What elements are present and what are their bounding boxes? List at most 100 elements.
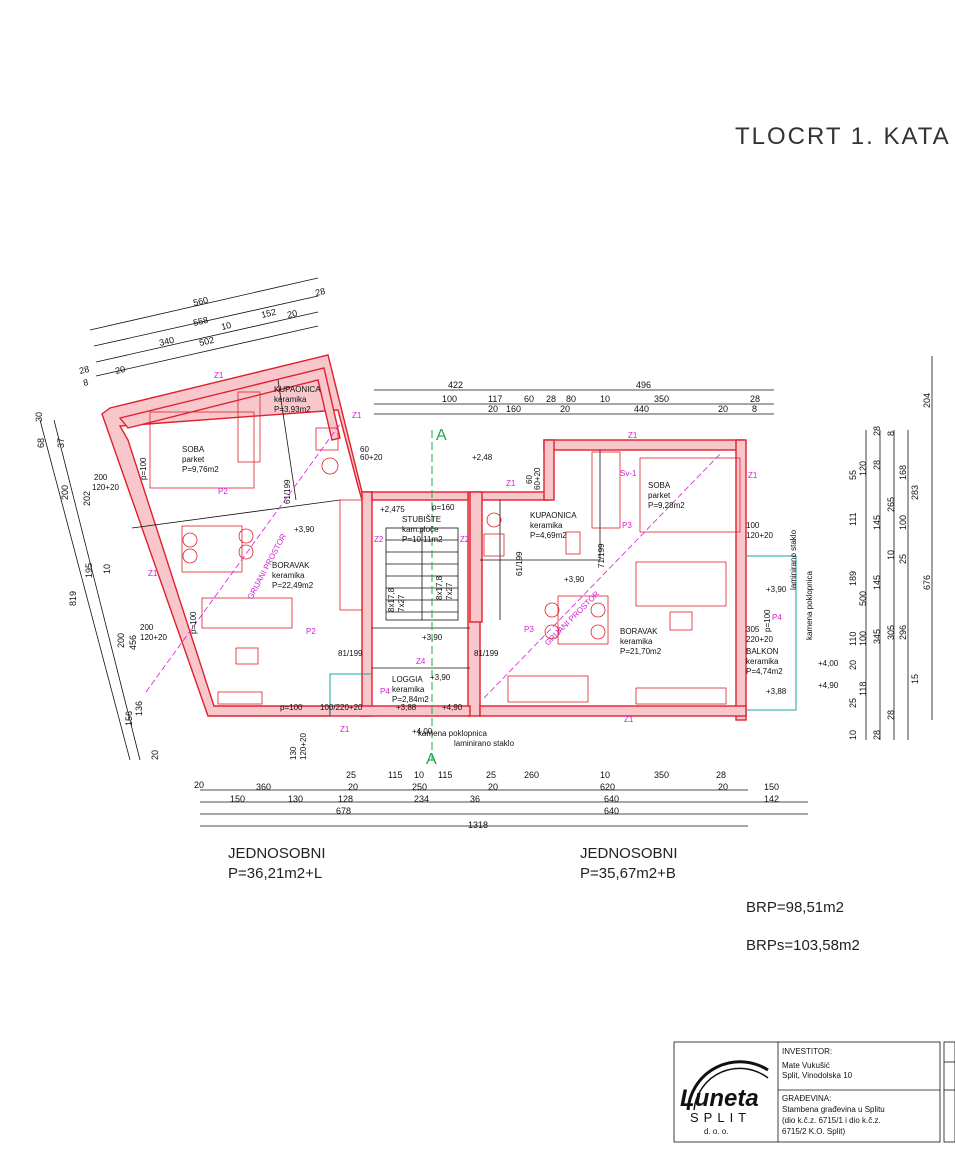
dim-r-27: 28 xyxy=(872,730,882,740)
dim-tl-3: 152 xyxy=(260,307,277,320)
dim-tr-3: 100 xyxy=(442,394,457,404)
room-balkon-name: BALKON xyxy=(746,647,779,656)
room-loggia-name: LOGGIA xyxy=(392,675,423,684)
brp-total: BRP=98,51m2 xyxy=(746,899,844,916)
level-mark-2: +3,90 xyxy=(564,575,585,584)
room-balkon-code: P4 xyxy=(772,613,782,622)
room-loggia-code: P4 xyxy=(380,687,390,696)
drawing-title: TLOCRT 1. KATA xyxy=(735,123,951,150)
opening-16: 305 xyxy=(746,625,760,634)
note-lamin-2: laminirano staklo xyxy=(789,529,798,590)
door-label-1: 81/199 xyxy=(338,649,363,658)
room-boravak2-floor: keramika xyxy=(620,637,653,646)
dim-b1-4: 115 xyxy=(438,770,452,780)
opening-11: 60+20 xyxy=(360,453,383,462)
kitchen-left xyxy=(339,499,363,611)
logo-city: SPLIT xyxy=(690,1110,751,1125)
dim-b1-3: 10 xyxy=(414,770,424,780)
stairs xyxy=(385,527,459,621)
dim-b3-0: 150 xyxy=(230,794,245,804)
dim-b2-1: 20 xyxy=(348,782,358,792)
opening-12: 60 xyxy=(525,475,534,484)
investitor-name: Mate Vukušić xyxy=(782,1061,830,1070)
dim-tl-1: 558 xyxy=(192,315,209,328)
wardrobe-left xyxy=(237,391,261,463)
wall-bath-top xyxy=(479,491,549,501)
dim-b2-4: 620 xyxy=(600,782,615,792)
dim-b2-6: 150 xyxy=(764,782,779,792)
opening-4: 120+20 xyxy=(140,633,167,642)
wall-right-top xyxy=(543,439,745,451)
wall-tag-z1-b: Z1 xyxy=(148,569,158,578)
dim-b1-6: 260 xyxy=(524,770,539,780)
wall-stair-top xyxy=(371,491,469,501)
room-soba2-name: SOBA xyxy=(648,481,671,490)
room-soba1-floor: parket xyxy=(182,455,205,464)
opening-0: 200 xyxy=(94,473,108,482)
dim-b2-0: 360 xyxy=(256,782,271,792)
dim-r-13: 189 xyxy=(848,571,858,586)
dim-l-9: 200 xyxy=(116,633,126,648)
dim-l-3: 37 xyxy=(56,438,66,448)
stair-label-1: 8x17,8 xyxy=(387,587,396,612)
opening-5b: p=100 xyxy=(280,703,303,712)
dim-b3-1: 130 xyxy=(288,794,303,804)
dim-l-6: 10 xyxy=(102,564,112,574)
room-boravak1-area: P=22,49m2 xyxy=(272,581,314,590)
dim-r-23: 15 xyxy=(910,674,920,684)
dim-l-12: 20 xyxy=(150,750,160,760)
note-kamena-1: kamena poklopnica xyxy=(418,729,487,738)
walls xyxy=(101,354,747,721)
opening-5: p=100 xyxy=(189,611,198,634)
dim-b4-0: 678 xyxy=(336,806,351,816)
dim-r-25: 118 xyxy=(858,682,868,696)
wall-right-step xyxy=(543,439,555,501)
dim-l-11: 156 xyxy=(124,711,134,726)
door-label-3: 61/199 xyxy=(515,551,524,576)
room-soba1-name: SOBA xyxy=(182,445,205,454)
dim-r-0: 28 xyxy=(872,426,882,436)
dim-r-1: 8 xyxy=(886,431,896,436)
opening-6: 100/220+20 xyxy=(320,703,363,712)
room-soba1-area: P=9,76m2 xyxy=(182,465,219,474)
wall-right-side xyxy=(735,439,747,721)
dim-r-28: 10 xyxy=(848,730,858,740)
dim-r-12: 100 xyxy=(898,515,908,530)
dim-l-5: 195 xyxy=(84,563,94,578)
dim-l-1: 68 xyxy=(36,438,46,448)
dim-tr-10: 20 xyxy=(488,404,498,414)
dim-tr-7: 80 xyxy=(566,394,576,404)
dining-table-left xyxy=(181,525,243,573)
section-marker: A A xyxy=(426,427,447,768)
wall-right-bottom xyxy=(479,705,747,717)
dim-b2-2: 250 xyxy=(412,782,427,792)
level-mark-9: +4,00 xyxy=(818,659,839,668)
dim-tr-14: 20 xyxy=(718,404,728,414)
dim-r-19: 100 xyxy=(858,631,868,646)
tv-unit-left xyxy=(217,691,263,705)
sofa-right xyxy=(635,561,727,607)
heated-area-lines xyxy=(145,423,723,699)
dim-b1-0: 20 xyxy=(194,780,204,790)
dim-r-29: 28 xyxy=(886,710,896,720)
dim-r-24: 20 xyxy=(848,660,858,670)
dim-b3-3: 234 xyxy=(414,794,429,804)
dim-tr-13: 440 xyxy=(634,404,649,414)
room-kup2-name: KUPAONICA xyxy=(530,511,577,520)
level-mark-4: +2,48 xyxy=(472,453,493,462)
opening-15: 120+20 xyxy=(746,531,773,540)
dim-tr-15: 8 xyxy=(752,404,757,414)
room-balkon-floor: keramika xyxy=(746,657,779,666)
dim-b3-6: 142 xyxy=(764,794,779,804)
section-a-top: A xyxy=(436,427,447,444)
interior-lines xyxy=(131,379,797,716)
dim-r-8: 676 xyxy=(922,575,932,590)
investitor-label: INVESTITOR: xyxy=(782,1047,832,1056)
brps-total: BRPs=103,58m2 xyxy=(746,937,860,954)
heated-label-right: GRIJANI PROSTOR xyxy=(543,589,601,647)
dim-r-18: 110 xyxy=(848,632,858,646)
dining-table-right xyxy=(557,595,609,645)
dim-b3-4: 36 xyxy=(470,794,480,804)
dim-l-2: 202 xyxy=(82,491,92,506)
dim-l-10: 136 xyxy=(134,701,144,716)
